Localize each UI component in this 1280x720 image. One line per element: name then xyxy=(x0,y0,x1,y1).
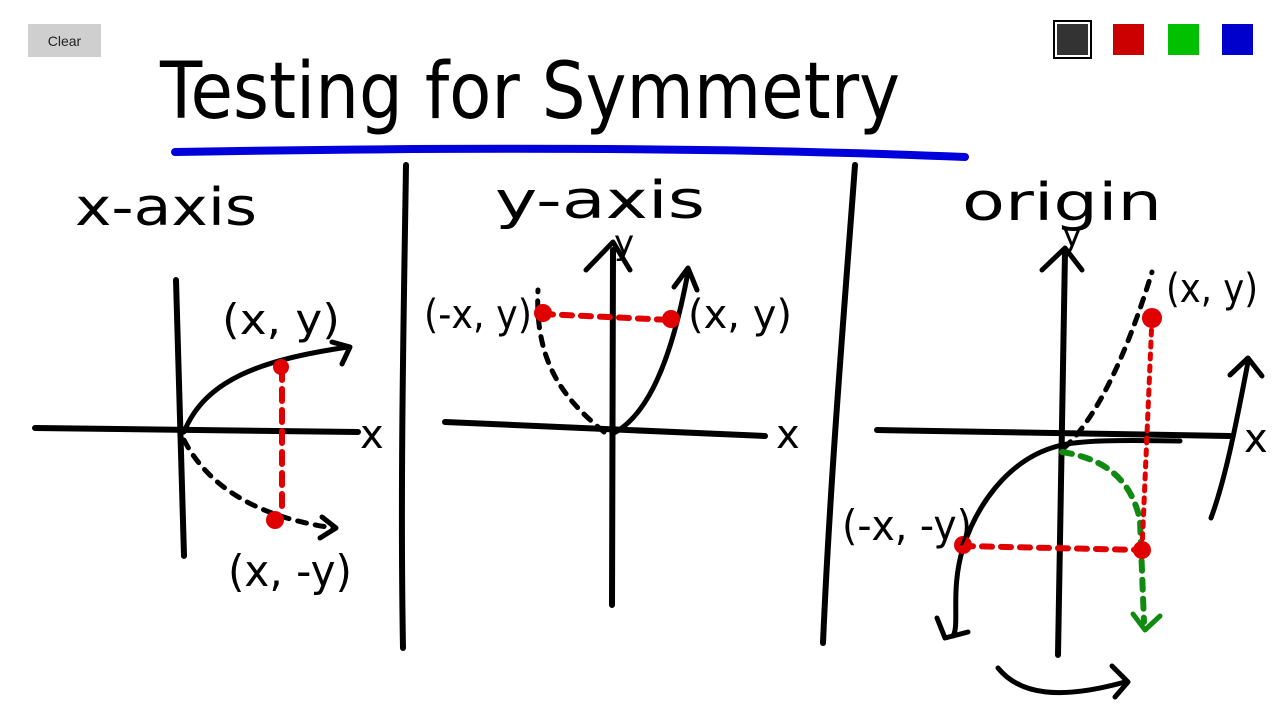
point-dot xyxy=(1133,541,1151,559)
y-axis-line xyxy=(173,277,187,559)
title-underline xyxy=(171,144,969,161)
panel-divider-2 xyxy=(820,162,858,646)
point-label-neg-x-y: (-x, y) xyxy=(424,292,532,338)
y-axis-label: y xyxy=(614,223,634,263)
point-label-x-y: (x, y) xyxy=(222,295,340,344)
graph-curve xyxy=(609,269,691,437)
point-dot xyxy=(266,511,284,529)
board-title: Testing for Symmetry xyxy=(159,47,900,137)
reflection-line xyxy=(1139,315,1155,553)
reflection-line xyxy=(540,311,674,323)
color-swatch-red[interactable] xyxy=(1113,24,1144,55)
reflection-line xyxy=(960,543,1144,553)
graph-curve xyxy=(950,438,1183,639)
color-swatch-green[interactable] xyxy=(1168,24,1199,55)
clear-button[interactable]: Clear xyxy=(28,24,101,57)
point-dot xyxy=(273,359,289,375)
point-label-x-neg-y: (x, -y) xyxy=(228,546,352,597)
arrow-head-icon xyxy=(934,615,971,641)
arrow-head-icon xyxy=(1130,611,1163,633)
x-axis-line xyxy=(442,419,768,439)
color-swatch-blue[interactable] xyxy=(1222,24,1253,55)
arrow-head-icon xyxy=(1109,663,1131,700)
panel-heading-x-axis: x-axis xyxy=(75,178,257,238)
x-axis-label: x xyxy=(776,412,800,458)
point-dot xyxy=(954,536,972,554)
panel-y-axis: y-axis y x (-x, y) (x, y) xyxy=(424,171,800,608)
graph-curve xyxy=(181,344,351,435)
reflection-path xyxy=(1059,449,1147,625)
y-axis-line xyxy=(609,247,616,608)
arrow-head-icon xyxy=(317,514,339,541)
color-swatch-black[interactable] xyxy=(1053,20,1092,59)
x-axis-line xyxy=(32,425,361,435)
panel-heading-origin: origin xyxy=(962,173,1162,233)
point-dot xyxy=(662,310,680,328)
point-dot xyxy=(1142,308,1162,328)
point-label-x-y: (x, y) xyxy=(1166,266,1258,312)
panel-origin: origin y x (x, y) (-x, -y) xyxy=(842,173,1268,700)
point-label-x-y: (x, y) xyxy=(688,292,792,338)
panel-heading-y-axis: y-axis xyxy=(495,171,705,231)
panel-x-axis: x-axis x (x, y) (x, -y) xyxy=(32,178,384,597)
point-label-neg-x-neg-y: (-x, -y) xyxy=(842,501,972,550)
reflected-curve xyxy=(181,437,337,531)
point-dot xyxy=(534,304,552,322)
x-axis-label: x xyxy=(360,412,384,458)
reflected-curve xyxy=(1061,269,1155,451)
arrow-head-icon xyxy=(583,239,633,273)
panel-divider-1 xyxy=(398,162,409,651)
y-axis-label: y xyxy=(1062,215,1082,255)
arrow-head-icon xyxy=(329,339,353,367)
graph-curve xyxy=(1208,359,1251,521)
x-axis-line xyxy=(874,427,1233,439)
arrow-head-icon xyxy=(1227,355,1265,379)
x-axis-label: x xyxy=(1244,416,1268,462)
arrow-head-icon xyxy=(671,265,700,293)
rotation-arrow xyxy=(995,665,1128,696)
arrow-head-icon xyxy=(1039,245,1085,273)
